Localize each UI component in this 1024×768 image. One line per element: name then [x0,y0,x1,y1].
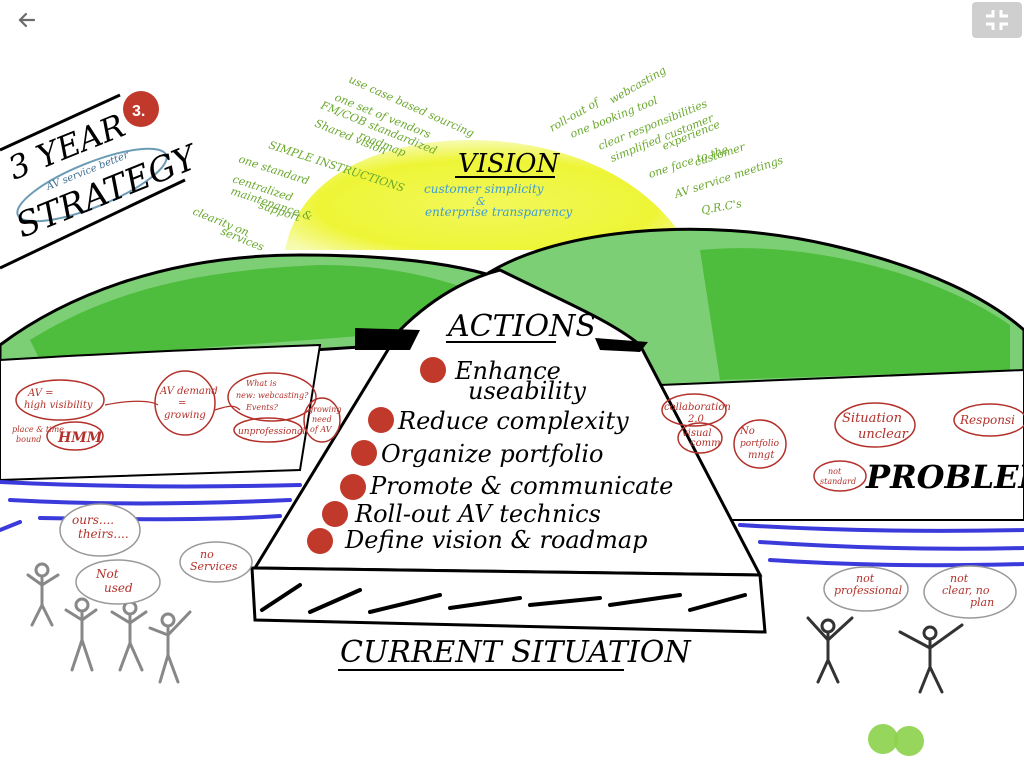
svg-text:clear, no: clear, no [942,584,990,597]
current-situation: CURRENT SITUATION [340,635,692,670]
actions-title: ACTIONS [445,309,596,344]
svg-text:no: no [200,548,214,561]
svg-text:HMM: HMM [57,430,103,446]
svg-text:not: not [950,572,969,585]
action-item-1b: useability [468,377,586,405]
river [0,480,1024,568]
action-bullets [307,357,446,554]
problem-texts-left: AV = high visibility place & time bound … [12,379,341,446]
svg-text:theirs....: theirs.... [78,527,129,541]
base-hatching [260,583,747,614]
arrow-left-icon [18,12,36,28]
svg-text:comm: comm [690,438,721,449]
action-item-1: Enhance [454,357,561,385]
svg-text:unclear: unclear [858,427,909,442]
cliff-right [658,368,1024,521]
page-indicator[interactable] [868,724,928,758]
svg-text:Responsi: Responsi [959,413,1015,427]
title-frame [0,93,186,270]
svg-text:Q.R.C's: Q.R.C's [700,197,743,217]
action-item-5: Roll-out AV technics [354,500,601,528]
vision-line-2: & [476,195,486,208]
page-dot-2[interactable] [894,726,924,756]
action-item-2: Reduce complexity [397,407,629,435]
right-hill-dark [700,248,1010,380]
people-left [26,562,192,684]
svg-text:portfolio: portfolio [740,439,780,449]
problem-texts-right: collaboration 2.0 visual comm No portfol… [664,402,1015,486]
svg-text:professional: professional [834,584,903,597]
svg-text:used: used [104,581,133,595]
svg-text:growing: growing [308,405,341,414]
cliff-left [0,343,322,482]
svg-text:place & time: place & time [12,425,64,434]
sun [285,140,690,250]
vision-line-1: customer simplicity [424,182,544,196]
svg-text:mngt: mngt [748,450,775,461]
svg-text:Situation: Situation [842,411,902,426]
problem-bubbles [15,370,1024,492]
svg-text:No: No [739,426,755,437]
svg-text:high visibility: high visibility [24,400,93,411]
svg-text:Not: Not [95,567,119,581]
svg-text:ours....: ours.... [72,513,114,527]
svg-text:new: webcasting?: new: webcasting? [236,391,309,400]
title-number: 3. [132,103,145,120]
people-right [806,616,964,694]
left-ledge [355,328,420,350]
exit-fullscreen-icon [986,10,1008,30]
svg-text:not: not [856,572,875,585]
svg-text:collaboration: collaboration [664,402,731,413]
title-number-badge [123,91,159,127]
back-button[interactable] [14,8,40,32]
action-item-4: Promote & communicate [369,472,673,500]
svg-text:bound: bound [16,435,41,444]
svg-text:AV =: AV = [27,388,54,399]
vision-line-3: enterprise transparency [425,205,573,219]
svg-text:plan: plan [970,596,994,609]
action-item-6: Define vision & roadmap [344,526,648,554]
svg-text:visual: visual [682,428,712,439]
vision-title: VISION [458,149,560,179]
svg-text:=: = [178,398,186,409]
svg-text:of AV: of AV [310,425,333,434]
people-texts: ours.... theirs.... Not used no Services… [72,513,994,609]
action-item-3: Organize portfolio [381,440,604,468]
problems-title: PROBLEMS [865,458,1024,496]
svg-text:standard: standard [820,477,856,486]
svg-text:unprofessional: unprofessional [238,427,305,437]
bubble-connectors [104,400,241,411]
page-dot-1[interactable] [868,724,898,754]
svg-text:Services: Services [190,560,238,573]
title-sub-ellipse [16,147,168,223]
svg-text:growing: growing [164,410,206,421]
people-bubbles [59,503,1017,619]
right-ledge [595,338,648,352]
svg-text:Events?: Events? [245,403,279,412]
svg-text:2.0: 2.0 [687,414,705,425]
exit-fullscreen-button[interactable] [972,2,1022,38]
svg-text:What is: What is [246,379,277,388]
action-items: Enhance useability Reduce complexity Org… [344,357,673,554]
svg-text:AV demand: AV demand [159,386,218,397]
left-hill-dark [30,265,470,360]
svg-text:need: need [312,415,332,424]
svg-text:not: not [828,467,842,476]
